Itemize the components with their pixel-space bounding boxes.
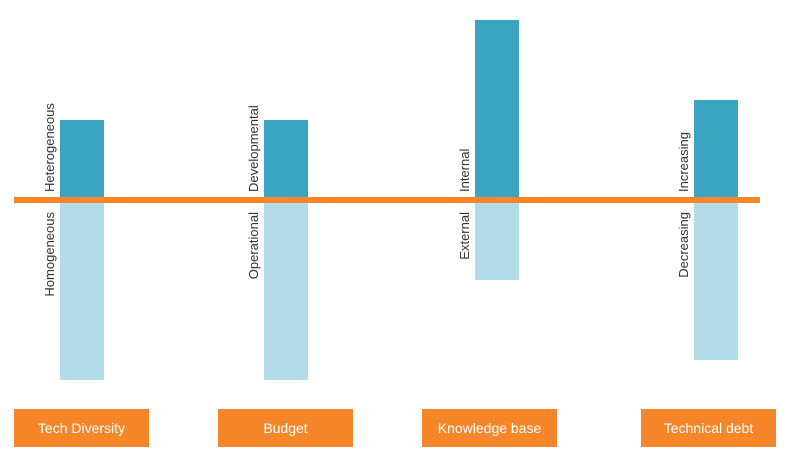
bar-lower-technical-debt xyxy=(694,200,738,360)
pole-label-lower-tech-diversity: Homogeneous xyxy=(42,212,57,297)
bar-upper-technical-debt xyxy=(694,100,738,200)
bar-lower-knowledge-base xyxy=(475,200,519,280)
pole-label-lower-budget: Operational xyxy=(246,212,261,279)
pole-label-upper-technical-debt: Increasing xyxy=(676,132,691,192)
bar-upper-tech-diversity xyxy=(60,120,104,200)
bar-lower-budget xyxy=(264,200,308,380)
category-label-budget: Budget xyxy=(218,409,353,447)
category-label-tech-diversity: Tech Diversity xyxy=(14,409,149,447)
pole-label-upper-budget: Developmental xyxy=(246,105,261,192)
pole-label-upper-knowledge-base: Internal xyxy=(457,149,472,192)
pole-label-lower-knowledge-base: External xyxy=(457,212,472,260)
bar-lower-tech-diversity xyxy=(60,200,104,380)
bar-upper-budget xyxy=(264,120,308,200)
bar-upper-knowledge-base xyxy=(475,20,519,200)
pole-label-upper-tech-diversity: Heterogeneous xyxy=(42,103,57,192)
pole-label-lower-technical-debt: Decreasing xyxy=(676,212,691,278)
category-label-knowledge-base: Knowledge base xyxy=(422,409,557,447)
baseline-axis xyxy=(14,197,760,203)
category-label-technical-debt: Technical debt xyxy=(641,409,776,447)
